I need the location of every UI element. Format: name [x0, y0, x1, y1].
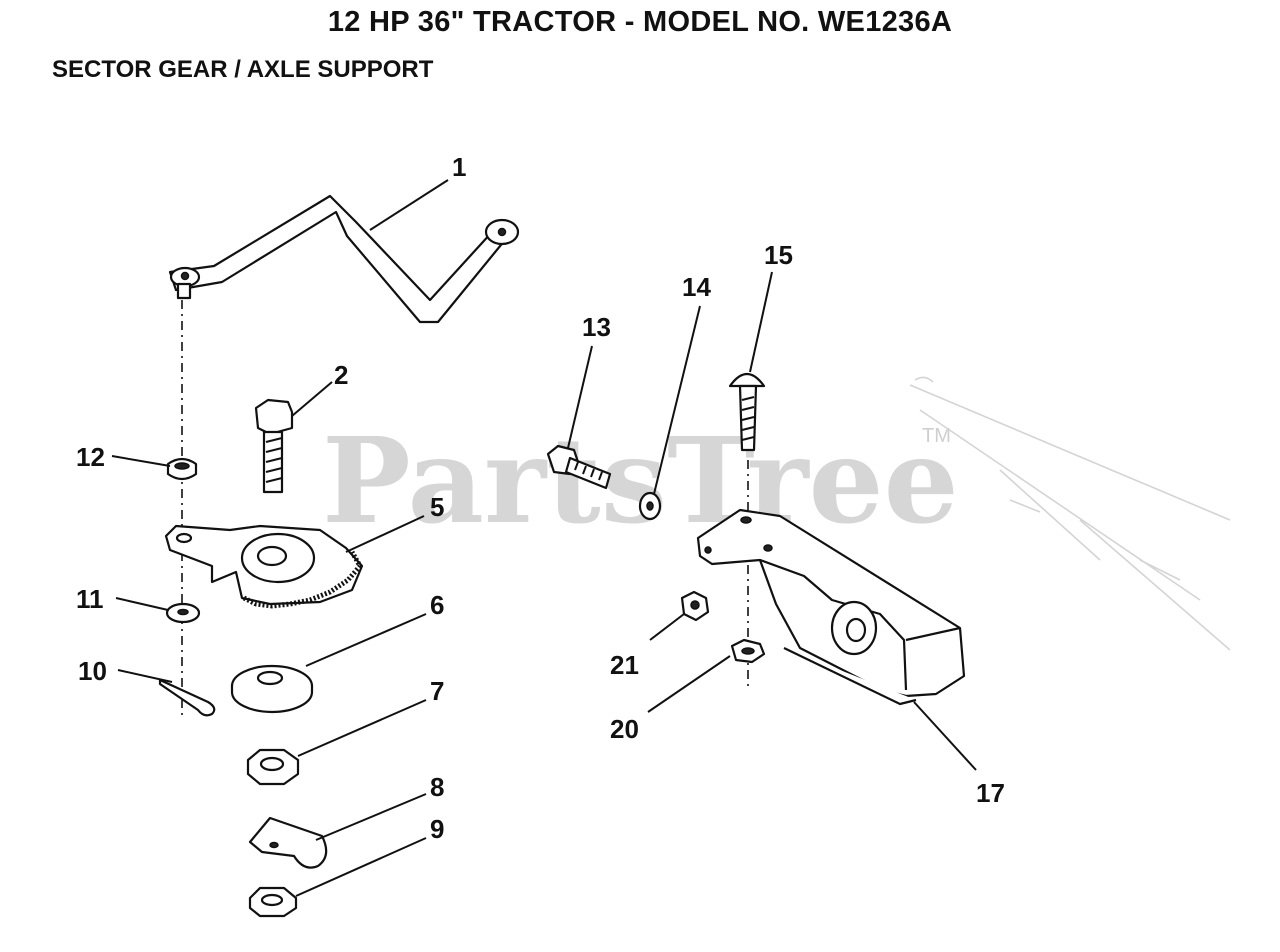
watermark-text: PartsTree	[322, 411, 959, 550]
callout-21: 21	[610, 650, 639, 680]
callout-12: 12	[76, 442, 105, 472]
part-5-sector-gear	[164, 524, 364, 609]
callout-10: 10	[78, 656, 107, 686]
callout-13: 13	[582, 312, 611, 342]
callout-6: 6	[430, 590, 444, 620]
part-1-drag-link	[168, 194, 520, 324]
page-title: 12 HP 36" TRACTOR - MODEL NO. WE1236A	[327, 6, 953, 38]
part-17-axle-support	[696, 508, 966, 706]
callout-17: 17	[976, 778, 1005, 808]
callout-20: 20	[610, 714, 639, 744]
callout-1: 1	[452, 152, 466, 182]
part-12-locknut	[166, 457, 198, 481]
part-6-spacer-washer	[230, 664, 314, 714]
part-21-nut	[680, 590, 710, 622]
part-2-hex-bolt	[254, 398, 294, 494]
callout-5: 5	[430, 492, 444, 522]
callout-14: 14	[682, 272, 711, 302]
part-7-hex-nut	[246, 748, 300, 786]
callout-9: 9	[430, 814, 444, 844]
part-15-carriage-bolt	[728, 372, 766, 452]
callout-8: 8	[430, 772, 444, 802]
callout-15: 15	[764, 240, 793, 270]
part-13-hex-bolt	[546, 444, 612, 490]
faint-background-sketch	[909, 376, 1231, 651]
part-10-cotter-pin	[158, 678, 216, 717]
callout-11: 11	[76, 584, 104, 614]
page-subtitle: SECTOR GEAR / AXLE SUPPORT	[52, 56, 434, 83]
part-9-hex-nut	[248, 886, 298, 918]
callout-7: 7	[430, 676, 444, 706]
leader-lines	[111, 179, 977, 897]
part-14-washer	[638, 491, 662, 521]
part-8-clip	[248, 816, 328, 869]
watermark-tm: TM	[922, 425, 951, 447]
callout-numbers: 1 2 12 5 11 6 10 7 8 9 13 14 15 21 20 17	[76, 152, 1005, 844]
callout-2: 2	[334, 360, 348, 390]
part-20-nut	[730, 638, 766, 664]
part-11-washer	[165, 602, 201, 624]
